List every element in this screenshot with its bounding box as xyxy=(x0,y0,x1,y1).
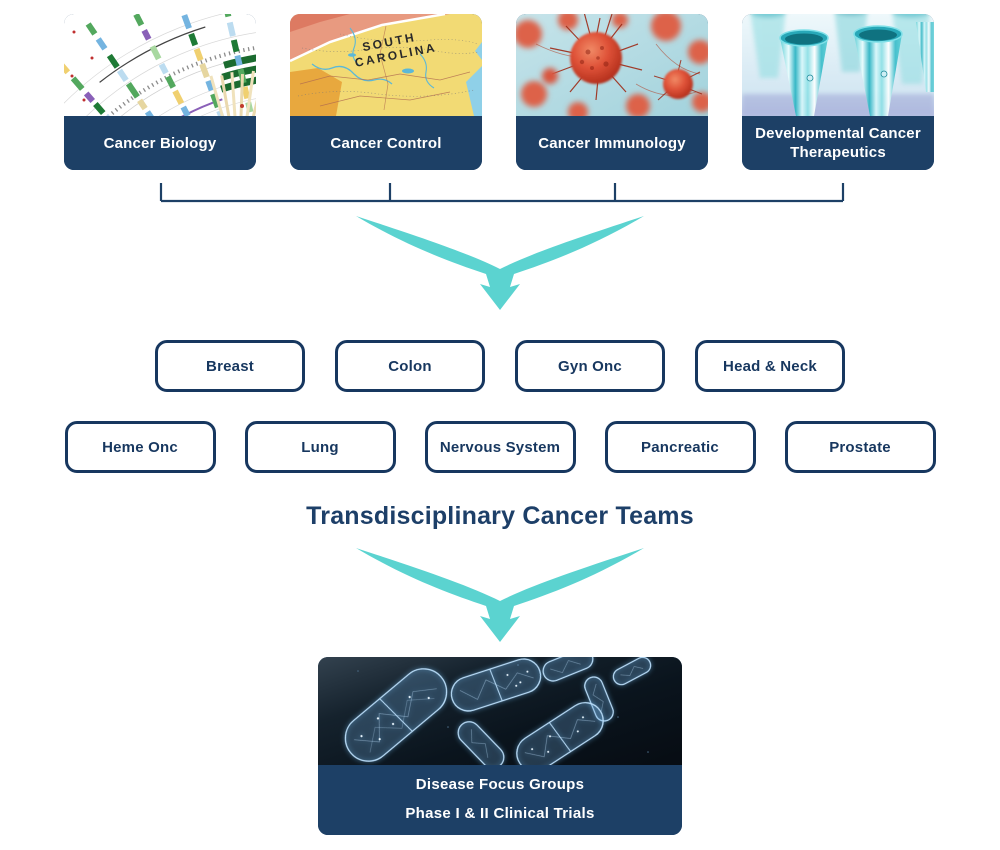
team-box-pancreatic: Pancreatic xyxy=(604,421,756,473)
program-label-cancer-biology: Cancer Biology xyxy=(64,116,256,170)
team-box-breast: Breast xyxy=(155,340,305,392)
disease-team-row-2: Heme Onc Lung Nervous System Pancreatic … xyxy=(0,421,1000,473)
program-label-developmental-therapeutics: Developmental Cancer Therapeutics xyxy=(742,116,934,170)
team-box-lung: Lung xyxy=(244,421,396,473)
team-box-colon: Colon xyxy=(335,340,485,392)
program-cards-row: Cancer Biology xyxy=(64,14,934,170)
program-card-developmental-therapeutics: Developmental Cancer Therapeutics xyxy=(742,14,934,170)
team-box-nervous-system: Nervous System xyxy=(424,421,576,473)
program-card-cancer-immunology: Cancer Immunology xyxy=(516,14,708,170)
outcome-label: Disease Focus Groups Phase I & II Clinic… xyxy=(318,765,682,835)
team-box-head-neck: Head & Neck xyxy=(695,340,845,392)
merge-arrow-bottom xyxy=(356,548,644,642)
disease-team-row-1: Breast Colon Gyn Onc Head & Neck xyxy=(0,340,1000,392)
program-card-cancer-control: SOUTH CAROLINA Cancer Control xyxy=(290,14,482,170)
program-label-cancer-immunology: Cancer Immunology xyxy=(516,116,708,170)
program-card-cancer-biology: Cancer Biology xyxy=(64,14,256,170)
glowing-capsules-image xyxy=(318,657,682,765)
teams-heading: Transdisciplinary Cancer Teams xyxy=(306,502,694,530)
program-label-cancer-control: Cancer Control xyxy=(290,116,482,170)
team-box-heme-onc: Heme Onc xyxy=(64,421,216,473)
foreground-tube-right xyxy=(853,25,903,116)
south-carolina-map-image: SOUTH CAROLINA xyxy=(290,14,482,116)
outcome-line-clinical-trials: Phase I & II Clinical Trials xyxy=(405,805,595,822)
foreground-tube-left xyxy=(779,29,829,116)
bracket-connector xyxy=(159,183,845,203)
test-tubes-image xyxy=(742,14,934,116)
team-box-gyn-onc: Gyn Onc xyxy=(515,340,665,392)
merge-arrow-top xyxy=(356,216,644,310)
outcome-line-disease-focus-groups: Disease Focus Groups xyxy=(415,776,585,793)
team-box-prostate: Prostate xyxy=(784,421,936,473)
outcome-card: Disease Focus Groups Phase I & II Clinic… xyxy=(318,657,682,835)
cancer-cell-image xyxy=(516,14,708,116)
genome-circos-image xyxy=(64,14,256,116)
